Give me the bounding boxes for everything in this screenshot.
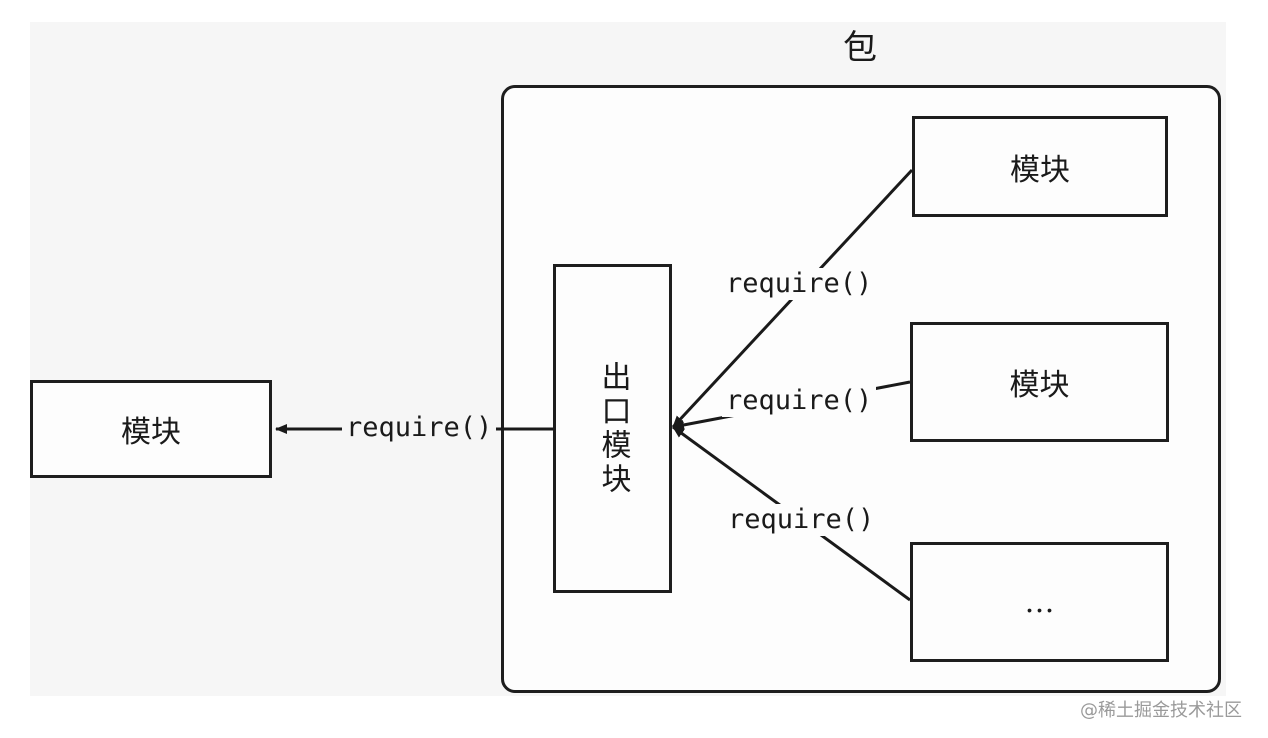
internal-module-box-3: … <box>910 542 1169 662</box>
entry-module-label: 出口模块 <box>595 360 631 497</box>
package-title: 包 <box>843 28 877 68</box>
inner-edge-label-1: require() <box>722 268 877 300</box>
internal-module-label-1: 模块 <box>1010 152 1070 188</box>
inner-edge-label-3: require() <box>724 504 879 536</box>
internal-module-box-2: 模块 <box>910 322 1169 442</box>
internal-module-label-3: … <box>1024 584 1055 620</box>
outer-edge-label: require() <box>342 412 497 444</box>
inner-edge-label-2: require() <box>722 385 877 417</box>
watermark-text: @稀土掘金技术社区 <box>1080 700 1242 721</box>
external-module-box: 模块 <box>30 380 272 478</box>
entry-module-box: 出口模块 <box>553 264 672 593</box>
external-module-label: 模块 <box>121 415 181 450</box>
internal-module-box-1: 模块 <box>912 116 1168 217</box>
internal-module-label-2: 模块 <box>1009 368 1070 403</box>
